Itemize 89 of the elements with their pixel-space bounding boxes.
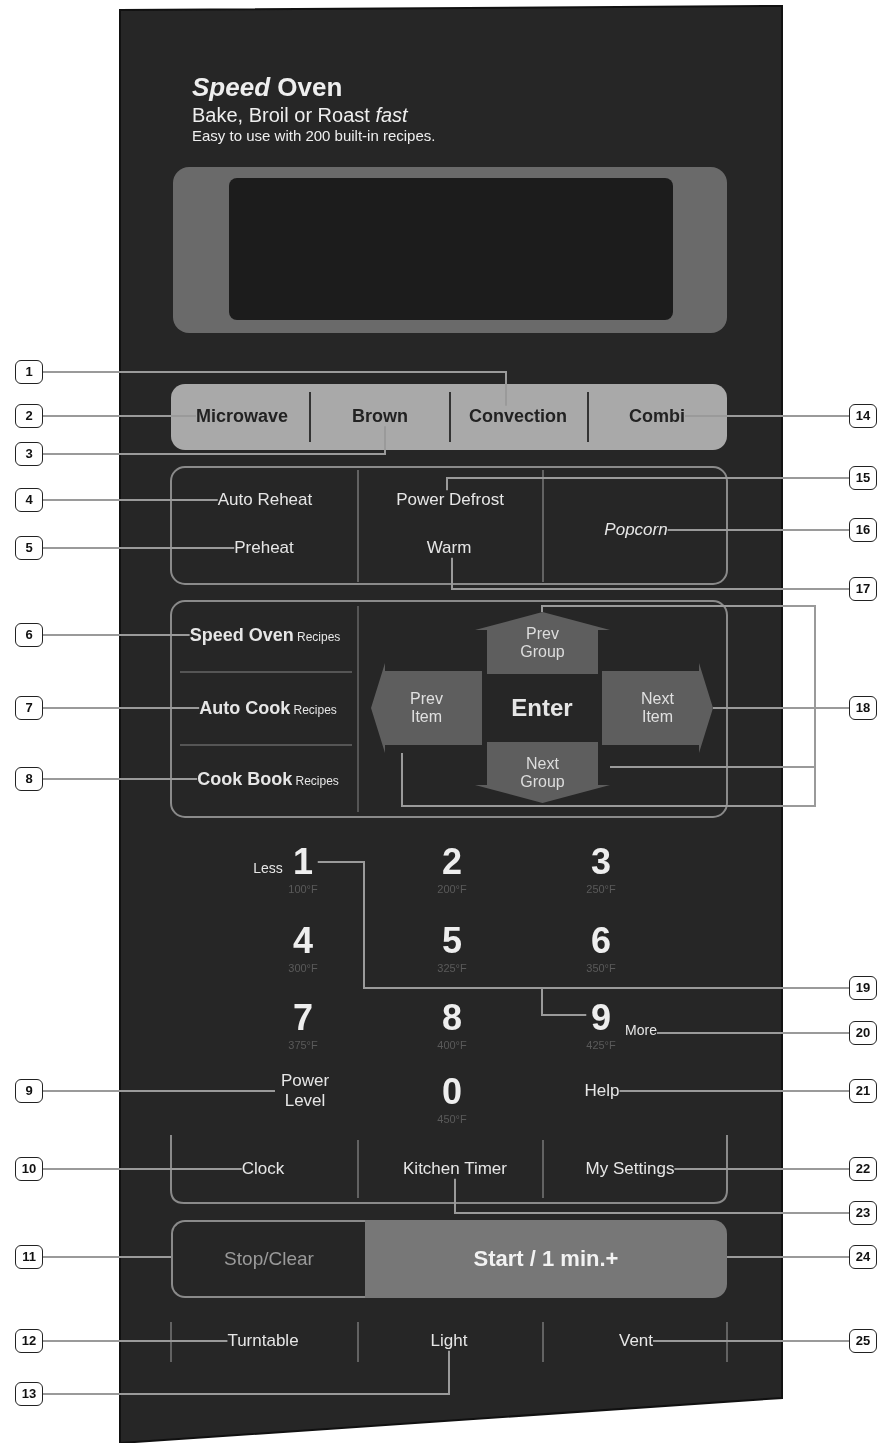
button-label: Power Level [275,1071,335,1111]
subtitle: Bake, Broil or Roast fast [192,104,408,127]
callout-number: 19 [849,976,877,1000]
callout-number: 21 [849,1079,877,1103]
leader-line [42,371,507,407]
callout-number: 1 [15,360,43,384]
key-digit: 8 [442,998,462,1038]
key-digit: 2 [442,842,462,882]
start-button: Start / 1 min.+ [365,1220,727,1298]
button-label: Help [584,1081,620,1101]
leader-line [726,1256,850,1258]
button-label: Kitchen Timer [403,1159,507,1179]
arrow-key: Next Item [602,663,713,753]
button-label: Warm [426,538,472,558]
callout-number: 9 [15,1079,43,1103]
leader-line [684,415,850,417]
key-digit: 9 [591,998,611,1038]
callout-number: 8 [15,767,43,791]
leader-line [454,1177,850,1214]
button-label: Light [430,1331,468,1351]
key-caption: More [625,1021,657,1039]
key-caption: Less [253,859,283,877]
title: Speed Oven [192,72,343,103]
callout-number: 4 [15,488,43,512]
callout-number: 13 [15,1382,43,1406]
button-label: Clock [241,1159,285,1179]
key-digit: 3 [591,842,611,882]
leader-line [42,547,236,549]
button-label: Combi [629,405,685,427]
button-label: Auto Reheat [217,490,313,510]
leader-line [655,1032,850,1034]
callout-number: 2 [15,404,43,428]
leader-line [42,1340,229,1342]
key-digit: 7 [293,998,313,1038]
button-label: Popcorn [604,520,668,540]
leader-line [652,1340,850,1342]
button-label: Auto Cook Recipes [199,697,337,719]
callout-number: 11 [15,1245,43,1269]
button-label: Preheat [234,538,294,558]
callout-number: 7 [15,696,43,720]
key-digit: 1 [293,842,313,882]
tagline: Easy to use with 200 built-in recipes. [192,127,436,144]
callout-number: 12 [15,1329,43,1353]
leader-line [42,1090,276,1092]
arrow-key: Prev Group [475,612,610,674]
leader-line [42,707,201,709]
leader-line [42,1256,172,1258]
callout-number: 22 [849,1157,877,1181]
leader-line [42,425,386,455]
button-label: Cook Book Recipes [197,768,339,790]
callout-number: 15 [849,466,877,490]
callout-number: 14 [849,404,877,428]
callout-number: 20 [849,1021,877,1045]
arrow-key: Next Group [475,742,610,803]
leader-line [673,1168,850,1170]
leader-line [42,1168,243,1170]
key-digit: 4 [293,921,313,961]
callout-number: 23 [849,1201,877,1225]
leader-line [42,778,199,780]
key-digit: 0 [442,1072,462,1112]
leader-line [618,1090,850,1092]
key-digit: 5 [442,921,462,961]
button-label: Turntable [227,1331,299,1351]
button-label: Enter [511,694,573,722]
callout-number: 24 [849,1245,877,1269]
callout-number: 6 [15,623,43,647]
callout-number: 3 [15,442,43,466]
arrow-key: Prev Item [371,663,482,753]
leader-line [42,499,219,501]
callout-number: 16 [849,518,877,542]
button-label: My Settings [585,1159,675,1179]
callout-number: 17 [849,577,877,601]
leader-line [42,634,191,636]
leader-line [42,415,197,417]
button-label: Brown [352,405,408,427]
button-label: Vent [619,1331,653,1351]
callout-number: 10 [15,1157,43,1181]
callout-number: 25 [849,1329,877,1353]
leader-line [666,529,850,531]
button-label: Microwave [196,405,288,427]
leader-line [42,1349,450,1395]
button-label: Power Defrost [396,490,504,510]
leader-line [451,556,850,590]
key-digit: 6 [591,921,611,961]
button-label: Speed Oven Recipes [189,624,341,646]
callout-number: 5 [15,536,43,560]
callout-number: 18 [849,696,877,720]
button-label: Convection [469,405,567,427]
leader-line [446,477,850,492]
